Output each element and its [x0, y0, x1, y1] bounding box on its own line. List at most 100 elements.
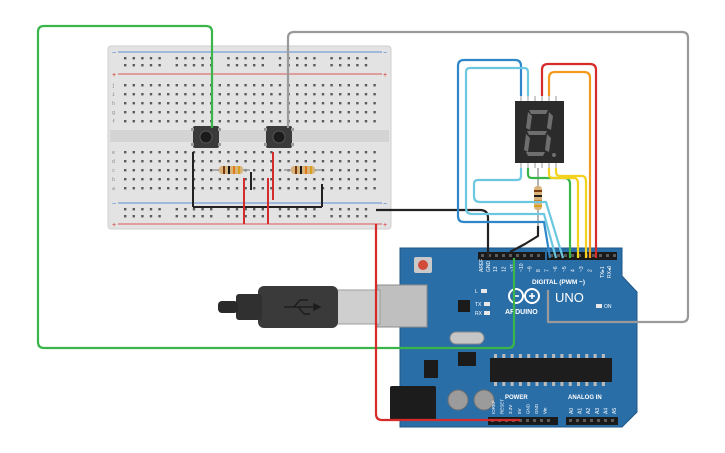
- seven-segment-display[interactable]: [515, 96, 564, 168]
- breadboard-hole: [339, 120, 342, 123]
- breadboard-hole: [347, 151, 350, 154]
- header-pin: [590, 419, 593, 422]
- resistor-display[interactable]: [534, 168, 542, 226]
- usb-chip: [458, 300, 470, 312]
- ic-pin: [593, 382, 597, 386]
- breadboard-hole: [296, 111, 299, 114]
- breadboard-hole: [244, 151, 247, 154]
- breadboard-hole: [347, 111, 350, 114]
- breadboard-hole: [124, 111, 127, 114]
- breadboard-hole: [261, 111, 264, 114]
- breadboard[interactable]: − + − + − + − + j i h g f e d c b a: [107, 45, 392, 230]
- breadboard-hole: [149, 111, 153, 114]
- analog-pin-label: A2: [586, 408, 592, 414]
- digital-pin-label: ~6: [553, 266, 559, 272]
- ic-pin: [535, 382, 539, 386]
- ic-pin: [552, 354, 556, 358]
- breadboard-hole: [201, 151, 204, 154]
- rail-hole: [304, 215, 307, 218]
- resistor-right[interactable]: [284, 166, 322, 174]
- breadboard-hole: [287, 187, 290, 190]
- breadboard-hole: [373, 151, 376, 154]
- crystal: [449, 331, 485, 345]
- ic-pin: [552, 382, 556, 386]
- breadboard-hole: [167, 84, 170, 87]
- wire-blue-1: [456, 58, 552, 259]
- breadboard-hole: [184, 178, 187, 181]
- breadboard-hole: [141, 102, 144, 105]
- rail-hole: [184, 208, 187, 211]
- header-pin: [481, 254, 484, 257]
- push-button-left[interactable]: [191, 126, 221, 148]
- rail-hole: [141, 208, 144, 211]
- rail-hole: [201, 215, 204, 218]
- breadboard-hole: [330, 160, 333, 163]
- wire-yellow-1: [547, 168, 580, 258]
- breadboard-hole: [330, 111, 333, 114]
- header-pin: [557, 254, 560, 257]
- breadboard-hole: [321, 160, 325, 163]
- breadboard-hole: [201, 111, 204, 114]
- breadboard-hole: [270, 84, 273, 87]
- breadboard-hole: [304, 111, 307, 114]
- breadboard-hole: [141, 151, 144, 154]
- breadboard-hole: [244, 160, 247, 163]
- row-letter: j: [112, 83, 115, 89]
- breadboard-hole: [373, 120, 376, 123]
- push-button-right[interactable]: [264, 126, 294, 148]
- breadboard-hole: [313, 178, 316, 181]
- breadboard-hole: [347, 84, 350, 87]
- wire-black-gnd: [376, 208, 490, 258]
- breadboard-hole: [364, 102, 368, 105]
- breadboard-hole: [278, 151, 282, 154]
- rail-hole: [347, 215, 350, 218]
- breadboard-hole: [175, 169, 178, 172]
- breadboard-hole: [201, 187, 204, 190]
- rail-hole: [364, 64, 368, 67]
- breadboard-hole: [184, 169, 187, 172]
- breadboard-hole: [347, 93, 350, 96]
- rail-hole: [158, 57, 161, 60]
- row-letter: c: [112, 168, 115, 174]
- breadboard-hole: [235, 84, 239, 87]
- power-pin-label: GND: [525, 403, 530, 414]
- breadboard-hole: [218, 102, 221, 105]
- row-letter: g: [112, 110, 115, 116]
- breadboard-hole: [339, 102, 342, 105]
- breadboard-hole: [347, 187, 350, 190]
- breadboard-hole: [313, 111, 316, 114]
- digital-pin-label: 4: [570, 269, 576, 272]
- breadboard-hole: [244, 187, 247, 190]
- breadboard-hole: [235, 151, 239, 154]
- breadboard-hole: [356, 178, 359, 181]
- rail-hole: [356, 215, 359, 218]
- breadboard-hole: [218, 84, 221, 87]
- ic-pin: [568, 382, 572, 386]
- rail-hole: [201, 208, 204, 211]
- breadboard-hole: [373, 111, 376, 114]
- rail-plus-top-right: +: [383, 72, 387, 79]
- breadboard-hole: [235, 111, 239, 114]
- rail-hole: [261, 208, 264, 211]
- digital-pin-label: ~9: [527, 266, 533, 272]
- breadboard-hole: [321, 151, 325, 154]
- tx-led-label: TX: [475, 302, 482, 308]
- rail-minus-bottom-left: −: [112, 201, 116, 208]
- breadboard-hole: [175, 151, 178, 154]
- breadboard-hole: [253, 93, 256, 96]
- resistor-left[interactable]: [212, 166, 250, 174]
- breadboard-hole: [244, 111, 247, 114]
- breadboard-hole: [287, 151, 290, 154]
- breadboard-hole: [356, 102, 359, 105]
- breadboard-hole: [210, 169, 213, 172]
- breadboard-hole: [253, 120, 256, 123]
- rail-hole: [192, 57, 196, 60]
- breadboard-hole: [167, 169, 170, 172]
- rail-hole: [175, 64, 178, 67]
- breadboard-hole: [253, 84, 256, 87]
- ic-pin: [535, 354, 539, 358]
- rail-hole: [158, 215, 161, 218]
- breadboard-hole: [218, 178, 221, 181]
- breadboard-hole: [364, 178, 368, 181]
